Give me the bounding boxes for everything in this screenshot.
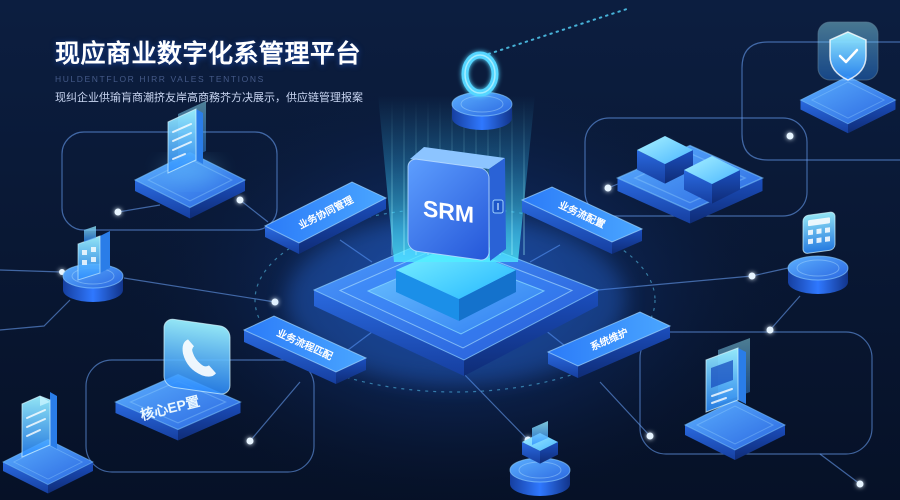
node-ring	[451, 51, 513, 131]
node-document	[2, 392, 94, 494]
header: 现应商业数字化系管理平台 HULDENTFLOR HIRR VALES TENT…	[55, 38, 395, 105]
node-shield	[800, 21, 896, 134]
ring-icon	[461, 51, 499, 97]
server-icon	[705, 338, 750, 413]
node-server	[684, 338, 786, 461]
node-building	[62, 226, 124, 303]
dotted-light-line	[469, 7, 631, 61]
connection-dots	[59, 132, 864, 488]
panel-top-left: 业务协同管理	[263, 181, 388, 254]
srm-hub: SRM	[286, 95, 626, 385]
document-icon	[21, 392, 57, 458]
panel-bottom-left: 业务流程匹配	[242, 315, 368, 384]
cube-icon	[522, 421, 558, 464]
node-erp: 核心EP置	[114, 318, 242, 442]
page-title: 现应商业数字化系管理平台	[55, 40, 362, 68]
phone-icon	[163, 318, 231, 395]
document-stack-icon	[167, 101, 206, 174]
panel-bottom-right: 系统维护	[546, 311, 672, 378]
node-documents	[134, 101, 246, 220]
srm-cube: SRM	[407, 147, 506, 261]
description: 现纠企业供瑜肓商潮挤友岸高商務芥方决展示，供应链管理报案	[55, 92, 363, 104]
shield-icon	[817, 21, 879, 81]
subtitle-english: HULDENTFLOR HIRR VALES TENTIONS	[55, 74, 265, 84]
building-icon	[77, 226, 110, 281]
calculator-icon	[802, 211, 836, 254]
node-calculator	[787, 211, 849, 295]
panel-top-right: 业务流配置	[520, 186, 644, 254]
node-cube	[509, 421, 571, 497]
plug-icon	[492, 199, 504, 214]
